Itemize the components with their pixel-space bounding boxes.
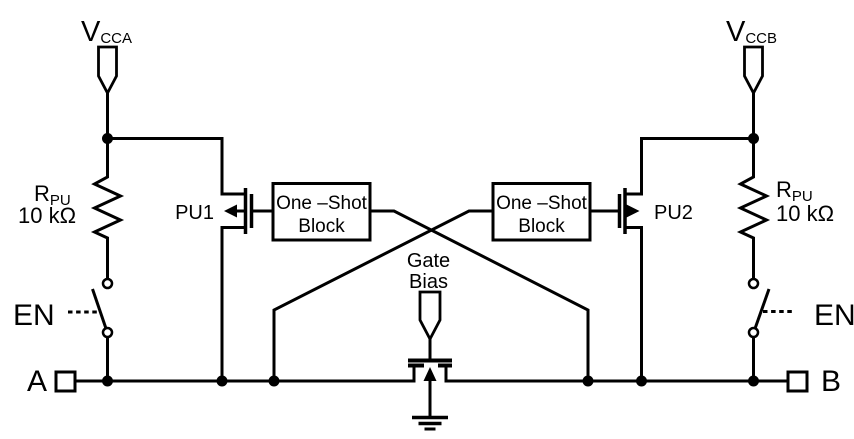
junction-dot	[102, 133, 113, 144]
port-b-terminal	[786, 370, 809, 393]
pu1-body-arrow	[224, 204, 237, 218]
wire-crossover-left-out	[370, 209, 590, 381]
label-port-a: A	[27, 365, 47, 398]
label-gate-bias-line2: Bias	[409, 271, 448, 293]
vcca-pin	[97, 45, 118, 96]
one-shot-block-1	[271, 182, 372, 242]
en-switch-left	[68, 277, 114, 339]
switch-contact-top	[101, 277, 114, 290]
junction-dot	[636, 375, 647, 387]
wire-pu2-drain	[625, 137, 754, 196]
junction-dot	[748, 375, 759, 387]
pass-transistor	[408, 358, 452, 381]
label-pu2: PU2	[654, 202, 693, 224]
label-rpu-right: RPU	[776, 177, 813, 205]
one-shot-block-2	[491, 182, 592, 242]
switch-contact-bottom	[747, 326, 760, 339]
pass-body-arrow	[423, 367, 437, 381]
switch-blade	[91, 288, 109, 332]
ground-symbol	[412, 415, 448, 431]
resistor-right-body	[736, 138, 771, 279]
wire-pu2-source	[625, 226, 643, 381]
pu2-transistor	[617, 188, 640, 234]
switch-blade	[752, 288, 771, 332]
label-vcca: VCCA	[81, 16, 132, 48]
label-gate-bias-line1: Gate	[407, 250, 450, 272]
wire-crossover-right-out	[272, 209, 493, 381]
bottom-rail-right	[444, 365, 788, 383]
label-en-left: EN	[13, 299, 55, 332]
port-a-terminal	[54, 370, 77, 393]
switch-contact-top	[747, 277, 760, 290]
label-rpu-left: RPU	[34, 181, 71, 209]
one-shot-1-line1: One –Shot	[276, 193, 368, 214]
junction-dot	[268, 375, 280, 387]
bottom-rail-left	[75, 365, 416, 383]
one-shot-2-line2: Block	[518, 216, 565, 237]
junction-dot	[216, 375, 228, 387]
wire-vcca-to-pu1	[107, 137, 246, 196]
pu2-body-arrow	[626, 204, 640, 218]
vccb-pin	[743, 45, 764, 96]
label-en-right: EN	[814, 299, 854, 332]
label-pu1: PU1	[175, 202, 214, 224]
label-port-b: B	[821, 365, 841, 398]
junction-dots	[102, 133, 759, 387]
label-vccb: VCCB	[726, 16, 777, 48]
junction-dot	[582, 375, 594, 387]
pu1-transistor	[224, 188, 254, 234]
wire-pu1-source	[220, 226, 246, 381]
gate-bias-pin	[418, 290, 442, 343]
switch-contact-bottom	[101, 326, 114, 339]
en-switch-right	[747, 277, 792, 339]
label-rpu-left-value: 10 kΩ	[18, 203, 76, 228]
junction-dot	[102, 375, 113, 387]
label-rpu-right-value: 10 kΩ	[776, 201, 834, 226]
junction-dot	[748, 133, 759, 144]
resistor-left-body	[90, 138, 125, 279]
one-shot-1-line2: Block	[298, 216, 345, 237]
one-shot-2-line1: One –Shot	[496, 193, 588, 214]
